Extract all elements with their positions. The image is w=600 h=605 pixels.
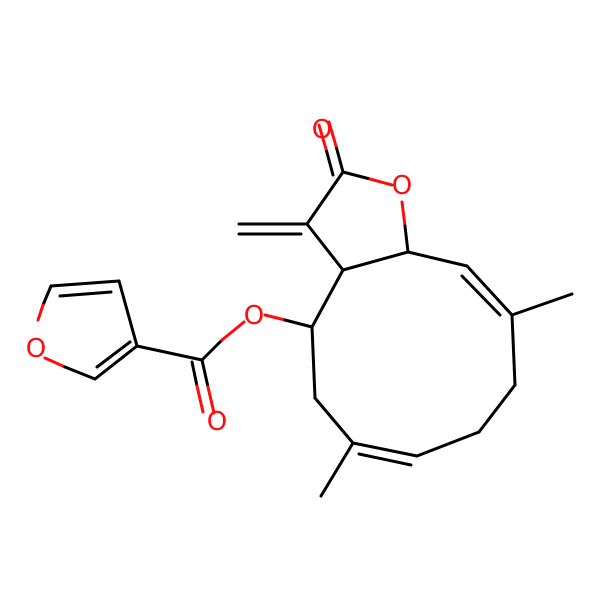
bond-furan-o-c2-black (63, 365, 97, 381)
bond-ester-o-c-red (263, 313, 287, 322)
bond-carbonyl-o-red-b (195, 384, 205, 414)
bond-furan-c2-c3 (93, 344, 139, 381)
atom-label-ester-carbonyl-o: O (207, 407, 227, 437)
bond-carbonyl-o-black-b (190, 360, 199, 388)
atom-label-ester-o: O (244, 301, 264, 331)
bond-carbonyl-o-black-a (200, 358, 210, 389)
atom-label-lactone-ring-o: O (392, 171, 412, 201)
bond-ring-c5-c4-double (460, 274, 502, 317)
bond-lactone-carbonyl-black-a (334, 144, 345, 174)
bond-lactone-c11-c12 (305, 170, 345, 226)
bond-lactone-carbonyl-red-a (327, 120, 338, 148)
bond-ring-c9-c8-double (357, 452, 413, 467)
bond-lactone-o-c3-red (400, 200, 407, 228)
atom-label-furan-o: O (26, 334, 46, 364)
bond-furan-carbonyl (135, 344, 204, 362)
bond-methyl-c9 (319, 441, 355, 498)
bond-ring-c8-c7 (415, 430, 481, 458)
bond-furan-c5-o-black (41, 284, 53, 307)
bond-ring-c1-c10 (310, 325, 317, 400)
bond-lactone-carbonyl-black-b (324, 147, 335, 177)
bond-furan-c5-o-red (36, 303, 45, 322)
atom-label-lactone-carbonyl-o: O (312, 115, 332, 145)
bond-lactone-c12-o-black (341, 170, 372, 181)
bond-lactone-o-c3-black (403, 224, 410, 254)
bond-carbonyl-ester-o-black (200, 338, 224, 362)
bond-methyl-c5 (510, 292, 574, 317)
bond-ring-c4-c3 (406, 250, 469, 268)
bond-ester-o-c-black (283, 318, 314, 329)
bond-ring-c9-c8 (351, 441, 419, 458)
bond-carbonyl-ester-o-red (220, 320, 246, 342)
bond-lactone-c12-o-red (368, 177, 394, 187)
bond-ring-c7-c6 (477, 383, 517, 434)
bond-furan-c2-c3-double (95, 340, 132, 369)
bond-furan-c4-c5 (49, 279, 121, 288)
bond-furan-o-c2-red (43, 356, 67, 369)
bond-lactone-c2-c11 (305, 222, 345, 272)
bond-ring-c6-c5 (510, 313, 517, 387)
bond-carbonyl-o-red-a (206, 385, 216, 415)
bond-furan-c4-c5-double (58, 290, 113, 298)
bond-furan-c3-c4 (117, 279, 139, 348)
bond-ring-c5-c4 (465, 264, 514, 317)
bond-ring-c10-c9 (313, 396, 355, 445)
bond-lactone-carbonyl-red-b (317, 123, 328, 151)
bond-ring-c1-c2 (310, 268, 345, 329)
bond-ring-c3-c2 (341, 250, 410, 272)
